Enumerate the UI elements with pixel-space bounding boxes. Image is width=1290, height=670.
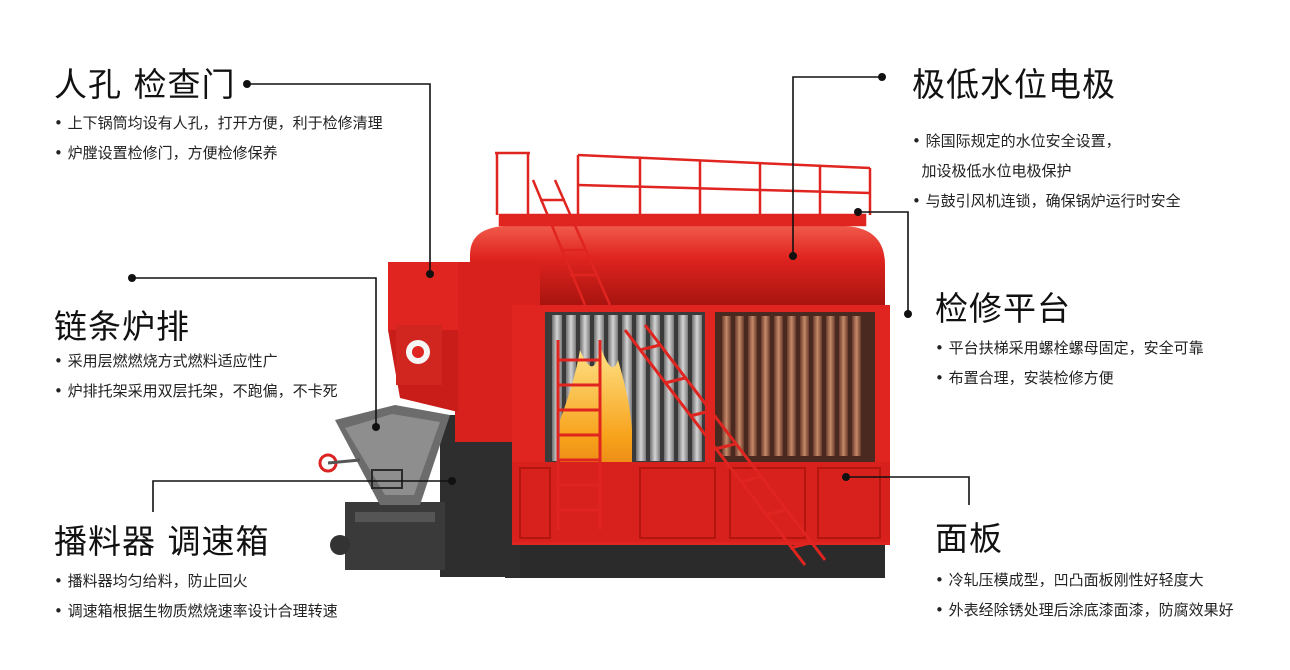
low-water-bullets: 除国际规定的水位安全设置， 加设极低水位电极保护 与鼓引风机连锁，确保锅炉运行时… [912,126,1181,216]
flue-box [388,262,458,330]
front-ladder [556,340,602,530]
list-item: 外表经除锈处理后涂底漆面漆，防腐效果好 [935,595,1234,625]
leader-manhole [243,80,434,278]
low-water-title: 极低水位电极 [912,65,1116,104]
chain-grate-bullets: 采用层燃燃烧方式燃料适应性广 炉排托架采用双层托架，不跑偏，不卡死 [54,346,338,406]
list-item: 采用层燃燃烧方式燃料适应性广 [54,346,338,376]
leader-panel [842,473,970,505]
maintenance-platform [495,151,872,306]
feeder-title: 播料器 调速箱 [54,522,270,561]
boiler-base [505,540,885,578]
platform-title: 检修平台 [935,289,1071,328]
list-item: 加设极低水位电极保护 [921,162,1072,180]
list-item: 与鼓引风机连锁，确保锅炉运行时安全 [912,186,1181,216]
list-item: 炉排托架采用双层托架，不跑偏，不卡死 [54,376,338,406]
chain-grate-title: 链条炉排 [54,307,190,346]
platform-bullets: 平台扶梯采用螺栓螺母固定，安全可靠 布置合理，安装检修方便 [935,333,1204,393]
panel-bullets: 冷轧压模成型，凹凸面板刚性好轻度大 外表经除锈处理后涂底漆面漆，防腐效果好 [935,565,1234,625]
feeder-bullets: 播料器均匀给料，防止回火 调速箱根据生物质燃烧速率设计合理转速 [54,566,338,626]
upper-drum [470,226,885,305]
list-item: 炉膛设置检修门，方便检修保养 [54,138,383,168]
list-item: 除国际规定的水位安全设置， [912,126,1181,156]
rear-tubes [722,316,861,456]
manhole-bullets: 上下锅筒均设有人孔，打开方便，利于检修清理 炉膛设置检修门，方便检修保养 [54,108,383,168]
list-item: 平台扶梯采用螺栓螺母固定，安全可靠 [935,333,1204,363]
lower-panel [512,462,890,542]
list-item: 上下锅筒均设有人孔，打开方便，利于检修清理 [54,108,383,138]
inclined-stair [623,324,827,566]
leader-chain-grate [128,274,380,431]
list-item: 布置合理，安装检修方便 [935,363,1204,393]
list-item: 播料器均匀给料，防止回火 [54,566,338,596]
manhole-title: 人孔 检查门 [54,65,236,104]
leader-feeder [152,477,456,512]
leader-low-water [789,73,886,260]
panel-title: 面板 [935,519,1003,558]
list-item: 冷轧压模成型，凹凸面板刚性好轻度大 [935,565,1234,595]
list-item: 调速箱根据生物质燃烧速率设计合理转速 [54,596,338,626]
leader-platform [854,208,912,318]
